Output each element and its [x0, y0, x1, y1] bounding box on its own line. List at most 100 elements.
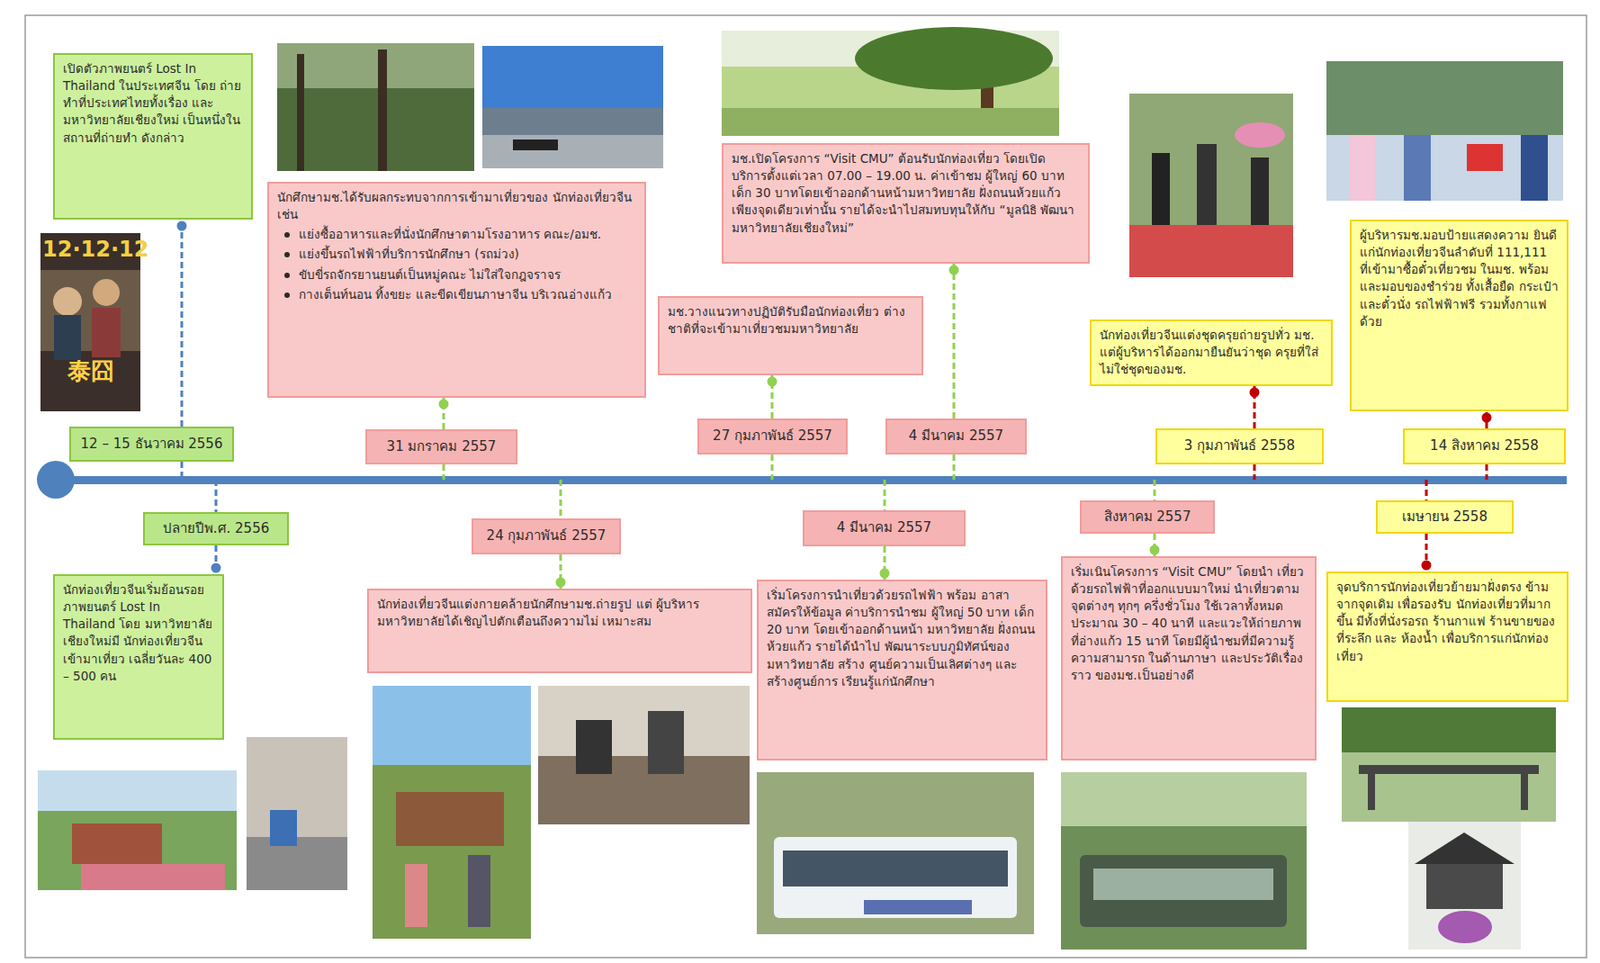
photo — [721, 26, 1060, 136]
connector-dot — [1421, 560, 1432, 571]
event-text: เปิดตัวภาพยนตร์ Lost In Thailand ในประเท… — [62, 60, 243, 147]
date-label: 12 – 15 ธันวาคม 2556 — [69, 426, 234, 462]
connector-dot — [1150, 545, 1160, 556]
photo-poster — [40, 233, 141, 412]
event-text: ปลายปีพ.ศ. 2556 — [162, 519, 270, 539]
dashed-stem — [180, 461, 184, 480]
event-text: สิงหาคม 2557 — [1104, 507, 1192, 527]
date-label: 4 มีนาคม 2557 — [885, 418, 1027, 455]
connector — [1150, 533, 1160, 557]
connector-dot — [439, 399, 450, 410]
photo — [372, 685, 750, 939]
connector-dot — [177, 221, 188, 232]
photo — [277, 43, 664, 171]
connector — [1249, 386, 1260, 429]
event-text: 31 มกราคม 2557 — [386, 437, 497, 457]
event-text: จุดบริการนักท่องเที่ยวย้ายมาฝั่งตรง ข้าม… — [1336, 578, 1559, 666]
event-box: เริ่มโครงการนำเที่ยวด้วยรถไฟฟ้า พร้อม อา… — [756, 579, 1048, 761]
event-box: เปิดตัวภาพยนตร์ Lost In Thailand ในประเท… — [53, 53, 253, 220]
event-text: 12 – 15 ธันวาคม 2556 — [80, 434, 224, 454]
connector-dot — [211, 563, 222, 574]
connector — [949, 263, 960, 419]
event-text: ผู้บริหารมช.มอบป้ายแสดงความ ยินดีแก่นักท… — [1359, 226, 1559, 331]
connector-dot — [1482, 413, 1493, 423]
event-text: นักศึกษามช.ได้รับผลกระทบจากการเข้ามาเที่… — [277, 188, 637, 224]
connector — [211, 545, 222, 575]
event-text: นักท่องเที่ยวจีนเริ่มย้อนรอย ภาพยนตร์ Lo… — [62, 581, 215, 685]
dashed-stem — [952, 454, 956, 480]
bullet-row: กางเต็นท์นอน ทิ้งขยะ และขีดเขียนภาษาจีน … — [277, 286, 637, 304]
event-text: มช.เปิดโครงการ “Visit CMU” ต้อนรับนักท่อ… — [731, 150, 1080, 237]
bullet-text: ขับขี่รถจักรยานยนต์เป็นหมู่คณะ ไม่ใส่ใจก… — [298, 266, 561, 284]
bullet-row: แย่งขึ้นรถไฟฟ้าที่บริการนักศึกษา (รถม่วง… — [277, 245, 637, 263]
date-label: เมษายน 2558 — [1375, 500, 1514, 534]
bullet-dot — [284, 232, 290, 238]
dashed-stem — [442, 464, 446, 480]
event-box: นักท่องเที่ยวจีนเริ่มย้อนรอย ภาพยนตร์ Lo… — [53, 574, 225, 740]
connector-dot — [556, 577, 567, 588]
date-label: 31 มกราคม 2557 — [365, 429, 518, 465]
event-text: เริ่มโครงการนำเที่ยวด้วยรถไฟฟ้า พร้อม อา… — [766, 586, 1038, 691]
event-text: 24 กุมภาพันธ์ 2557 — [486, 526, 607, 546]
dashed-stem — [883, 479, 887, 511]
dashed-stem — [1485, 464, 1489, 480]
event-box: ผู้บริหารมช.มอบป้ายแสดงความ ยินดีแก่นักท… — [1349, 219, 1569, 412]
connector-dot — [767, 377, 778, 387]
poster-title: 泰囧 — [42, 355, 139, 387]
event-box: นักศึกษามช.ได้รับผลกระทบจากการเข้ามาเที่… — [267, 181, 647, 398]
bullet-dot — [284, 251, 290, 258]
connector — [439, 397, 450, 430]
event-text: นักท่องเที่ยวจีนแต่งชุดครุยถ่ายรูปทั่ว ม… — [1099, 326, 1323, 378]
event-box: นักท่องเที่ยวจีนแต่งกายคล้ายนักศึกษามช.ถ… — [367, 588, 753, 674]
date-label: ปลายปีพ.ศ. 2556 — [143, 512, 289, 546]
photo — [1341, 707, 1556, 950]
bullet-dot — [284, 292, 290, 298]
event-text: นักท่องเที่ยวจีนแต่งกายคล้ายนักศึกษามช.ถ… — [377, 595, 743, 630]
photo — [1060, 772, 1307, 950]
timeline-bar — [36, 460, 1567, 499]
date-label: 4 มีนาคม 2557 — [802, 510, 966, 547]
bullet-text: แย่งซื้ออาหารและที่นั่งนักศึกษาตามโรงอาห… — [298, 225, 602, 243]
dashed-stem — [771, 454, 774, 480]
dashed-stem — [215, 479, 218, 513]
dashed-stem — [1425, 479, 1429, 501]
photo — [1326, 61, 1564, 201]
dashed-stem — [1253, 464, 1257, 480]
connector-dot — [949, 265, 960, 276]
outer-frame — [25, 15, 1587, 958]
bullet-text: กางเต็นท์นอน ทิ้งขยะ และขีดเขียนภาษาจีน … — [298, 286, 612, 304]
connector — [556, 554, 567, 589]
date-label: สิงหาคม 2557 — [1079, 500, 1215, 534]
dashed-stem — [1153, 479, 1157, 501]
photo — [37, 737, 348, 890]
event-box: นักท่องเที่ยวจีนแต่งชุดครุยถ่ายรูปทั่ว ม… — [1089, 319, 1333, 387]
connector-dot — [880, 568, 890, 579]
photo — [756, 772, 1034, 935]
date-label: 27 กุมภาพันธ์ 2557 — [697, 418, 848, 455]
connector-dot — [1249, 387, 1260, 398]
event-box: มช.วางแนวทางปฏิบัติรับมือนักท่องเที่ยว ต… — [657, 296, 924, 376]
date-label: 24 กุมภาพันธ์ 2557 — [471, 518, 621, 555]
bullet-row: ขับขี่รถจักรยานยนต์เป็นหมู่คณะ ไม่ใส่ใจก… — [277, 266, 637, 284]
event-text: 27 กุมภาพันธ์ 2557 — [712, 426, 833, 446]
connector — [1421, 533, 1432, 572]
event-text: 4 มีนาคม 2557 — [836, 518, 932, 538]
event-text: เริ่มเนินโครงการ “Visit CMU” โดยนำ เที่ย… — [1070, 563, 1307, 684]
event-box: จุดบริการนักท่องเที่ยวย้ายมาฝั่งตรง ข้าม… — [1326, 571, 1569, 702]
event-box: มช.เปิดโครงการ “Visit CMU” ต้อนรับนักท่อ… — [721, 143, 1090, 264]
event-box: เริ่มเนินโครงการ “Visit CMU” โดยนำ เที่ย… — [1060, 556, 1317, 761]
bullet-text: แย่งขึ้นรถไฟฟ้าที่บริการนักศึกษา (รถม่วง… — [298, 245, 520, 263]
connector — [767, 375, 778, 419]
event-text: 3 กุมภาพันธ์ 2558 — [1184, 436, 1295, 456]
poster-title: 12·12·12 — [42, 236, 139, 262]
date-label: 14 สิงหาคม 2558 — [1402, 428, 1566, 465]
date-label: 3 กุมภาพันธ์ 2558 — [1155, 428, 1324, 465]
bullet-dot — [284, 272, 290, 279]
photo — [1129, 93, 1294, 278]
event-text: 14 สิงหาคม 2558 — [1429, 436, 1539, 456]
connector — [177, 219, 188, 427]
event-text: 4 มีนาคม 2557 — [908, 426, 1004, 446]
connector — [1482, 411, 1493, 429]
dashed-connector — [180, 219, 184, 427]
